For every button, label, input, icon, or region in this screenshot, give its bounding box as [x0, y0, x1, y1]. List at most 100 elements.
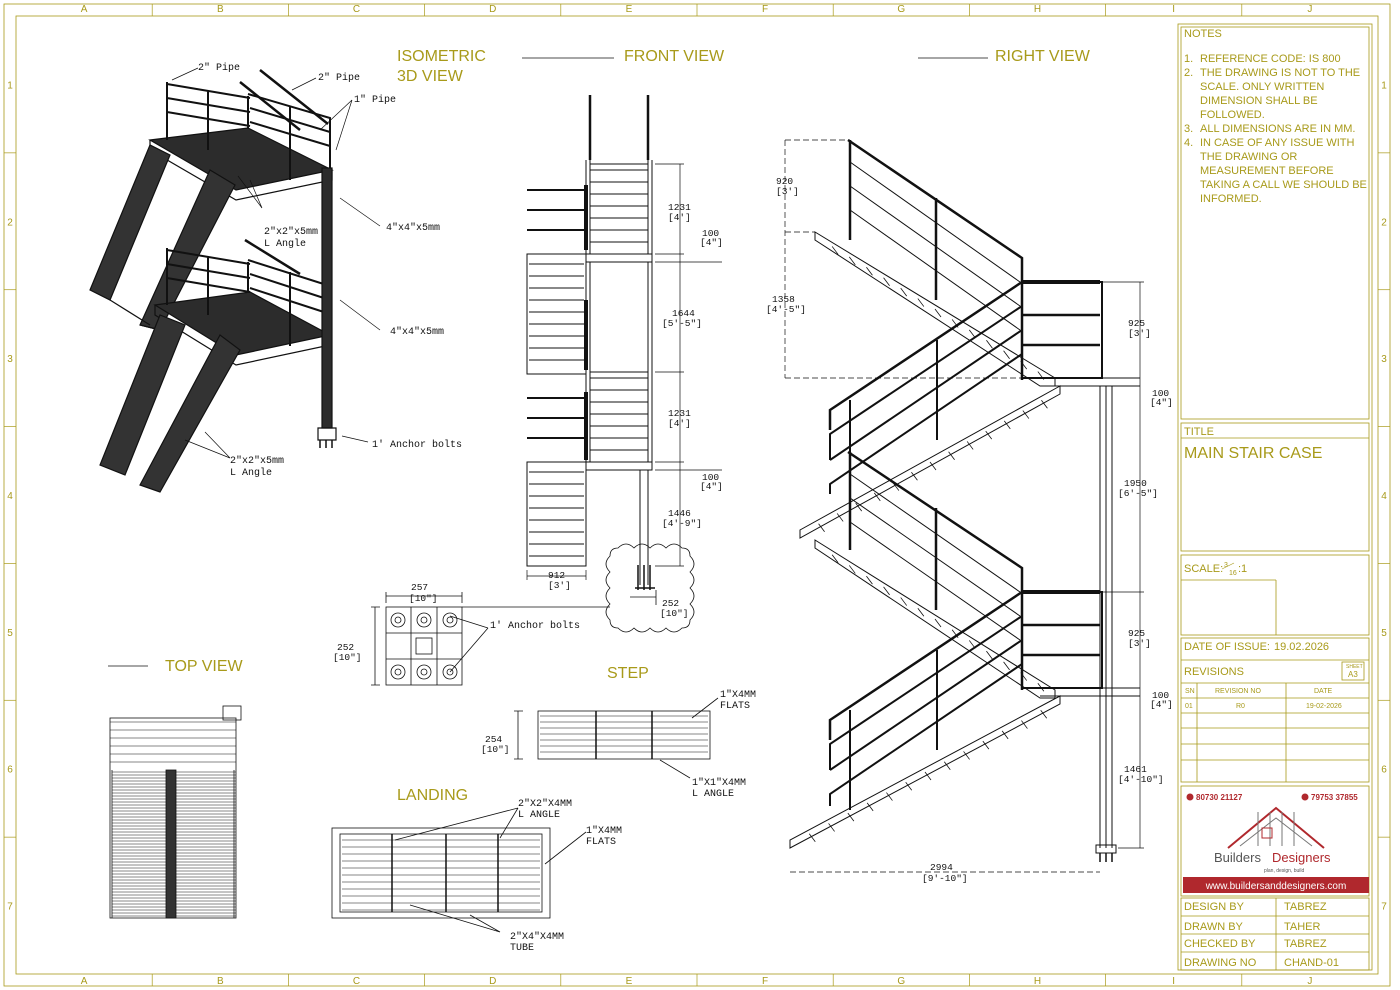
grid-col-label-F-bottom: F	[762, 976, 768, 987]
rev-header-sn: SN	[1185, 688, 1195, 695]
rv-dim-925a: 925	[1128, 318, 1145, 329]
fv-dim-100a-in: [4"]	[700, 237, 723, 248]
iso-label-column-b: 4"x4"x5mm	[390, 326, 444, 338]
rv-dim-1461: 1461	[1124, 764, 1147, 775]
grid-row-label-7-left: 7	[7, 902, 13, 913]
rv-dim-100b: 100	[1152, 690, 1169, 701]
front-view: FRONT VIEW	[522, 48, 725, 633]
fv-dim-100b-in: [4"]	[700, 481, 723, 492]
rv-dim-1950-ft: [6'-5"]	[1118, 488, 1158, 499]
iso-label-pipe-1in: 1" Pipe	[354, 94, 396, 106]
bp-dim-width-in: [10"]	[409, 593, 438, 604]
note-line: DIMENSION SHALL BE	[1200, 95, 1318, 107]
grid-col-label-H-top: H	[1034, 4, 1041, 15]
grid-col-label-C-top: C	[353, 4, 360, 15]
rev-row-sn: 01	[1185, 703, 1193, 710]
rv-dim-1950: 1950	[1124, 478, 1147, 489]
grid-col-label-G-bottom: G	[897, 976, 905, 987]
grid-row-label-2-right: 2	[1381, 217, 1387, 228]
revisions-label: REVISIONS	[1184, 666, 1244, 678]
house-logo-icon	[1227, 806, 1325, 849]
note-number: 4.	[1184, 137, 1193, 149]
iso-label-pipe-2in-a: 2" Pipe	[198, 62, 240, 74]
grid-col-label-J-top: J	[1307, 4, 1312, 15]
grid-row-label-5-right: 5	[1381, 628, 1387, 639]
landing-label-tube-1: 2"X4"X4MM	[510, 931, 564, 943]
grid-col-label-B-bottom: B	[217, 976, 224, 987]
iso-annotations	[171, 67, 381, 459]
design-by-value: TABREZ	[1284, 901, 1327, 913]
scale-tail: :1	[1238, 563, 1247, 575]
step-label-angle-1: 1"X1"X4MM	[692, 777, 746, 789]
front-dimensions	[526, 163, 722, 580]
fv-dim-252: 252	[662, 598, 679, 609]
fv-dim-1446-ft: [4'-9"]	[662, 518, 702, 529]
note-number: 1.	[1184, 53, 1193, 65]
iso-label-top-angle-1: 2"x2"x5mm	[264, 226, 318, 238]
fv-dim-100b: 100	[702, 472, 719, 483]
brand-tagline: plan, design, build	[1264, 868, 1305, 874]
rev-header-revision-no: REVISION NO	[1215, 688, 1261, 695]
landing-label-flats-1: 1"X4MM	[586, 825, 622, 837]
grid-row-label-7-right: 7	[1381, 902, 1387, 913]
title-value: MAIN STAIR CASE	[1184, 445, 1322, 462]
grid-col-label-G-top: G	[897, 4, 905, 15]
grid-col-label-D-bottom: D	[489, 976, 496, 987]
right-dimensions	[784, 139, 1144, 873]
grid-row-label-5-left: 5	[7, 628, 13, 639]
fv-dim-1231a: 1231	[668, 202, 691, 213]
iso-label-pipe-2in-b: 2" Pipe	[318, 72, 360, 84]
front-stair-drawing	[526, 95, 653, 585]
drawn-by-label: DRAWN BY	[1184, 921, 1244, 933]
phone-2: 79753 37855	[1311, 793, 1358, 802]
drawing-no-label: DRAWING NO	[1184, 957, 1257, 969]
website: www.buildersanddesigners.com	[1205, 881, 1347, 892]
landing-label-angle-1: 2"X2"X4MM	[518, 798, 572, 810]
bp-label-anchor: 1' Anchor bolts	[490, 620, 580, 632]
top-view-drawing	[109, 705, 242, 919]
fv-dim-912-ft: [3']	[548, 580, 571, 591]
step-label-angle-2: L ANGLE	[692, 789, 734, 800]
isometric-subtitle: 3D VIEW	[397, 68, 464, 85]
grid-row-label-4-right: 4	[1381, 491, 1387, 502]
grid-col-label-E-top: E	[626, 4, 633, 15]
base-detail-cloud	[605, 543, 695, 633]
step-title: STEP	[607, 665, 649, 682]
grid-col-label-A-top: A	[81, 4, 88, 15]
iso-stair-drawing	[89, 69, 337, 493]
step-detail: STEP 1"X4MM FLATS 254 [10"] 1"X1"X4MM L …	[481, 665, 756, 800]
fv-dim-1446: 1446	[668, 508, 691, 519]
note-line: THE DRAWING OR	[1200, 151, 1297, 163]
grid-col-label-I-top: I	[1172, 4, 1175, 15]
landing-detail: LANDING 2"X2"X4MM L ANGLE 1"X4MM FLATS 2…	[331, 787, 622, 954]
bp-dim-width: 257	[411, 582, 428, 593]
fv-dim-252-in: [10"]	[660, 608, 689, 619]
grid-row-label-2-left: 2	[7, 217, 13, 228]
bp-dim-height-in: [10"]	[333, 652, 362, 663]
brand-builders: Builders	[1214, 850, 1261, 865]
phone-1: 80730 21127	[1196, 793, 1243, 802]
landing-label-angle-2: L ANGLE	[518, 810, 560, 821]
rv-dim-100a-in: [4"]	[1150, 397, 1173, 408]
rv-dim-925b: 925	[1128, 628, 1145, 639]
iso-label-column-a: 4"x4"x5mm	[386, 222, 440, 234]
landing-label-flats-2: FLATS	[586, 837, 616, 848]
rv-dim-925a-ft: [3']	[1128, 328, 1151, 339]
scale-numerator: 3	[1224, 562, 1228, 569]
drawing-no-value: CHAND-01	[1284, 957, 1339, 969]
drawn-by-value: TAHER	[1284, 921, 1321, 933]
rev-header-date: DATE	[1314, 688, 1332, 695]
top-view: TOP VIEW	[108, 658, 244, 919]
grid-col-label-A-bottom: A	[81, 976, 88, 987]
grid-col-label-B-top: B	[217, 4, 224, 15]
scale-label: SCALE:	[1184, 563, 1223, 575]
note-number: 2.	[1184, 67, 1193, 79]
sheet-value: A3	[1348, 670, 1358, 679]
company-logo: 80730 21127 79753 37855 Builders Designe…	[1183, 793, 1369, 893]
grid-row-label-1-right: 1	[1381, 80, 1387, 91]
rv-dim-2994: 2994	[930, 862, 953, 873]
grid-row-label-3-right: 3	[1381, 354, 1387, 365]
rv-dim-2994-ft: [9'-10"]	[922, 873, 968, 884]
